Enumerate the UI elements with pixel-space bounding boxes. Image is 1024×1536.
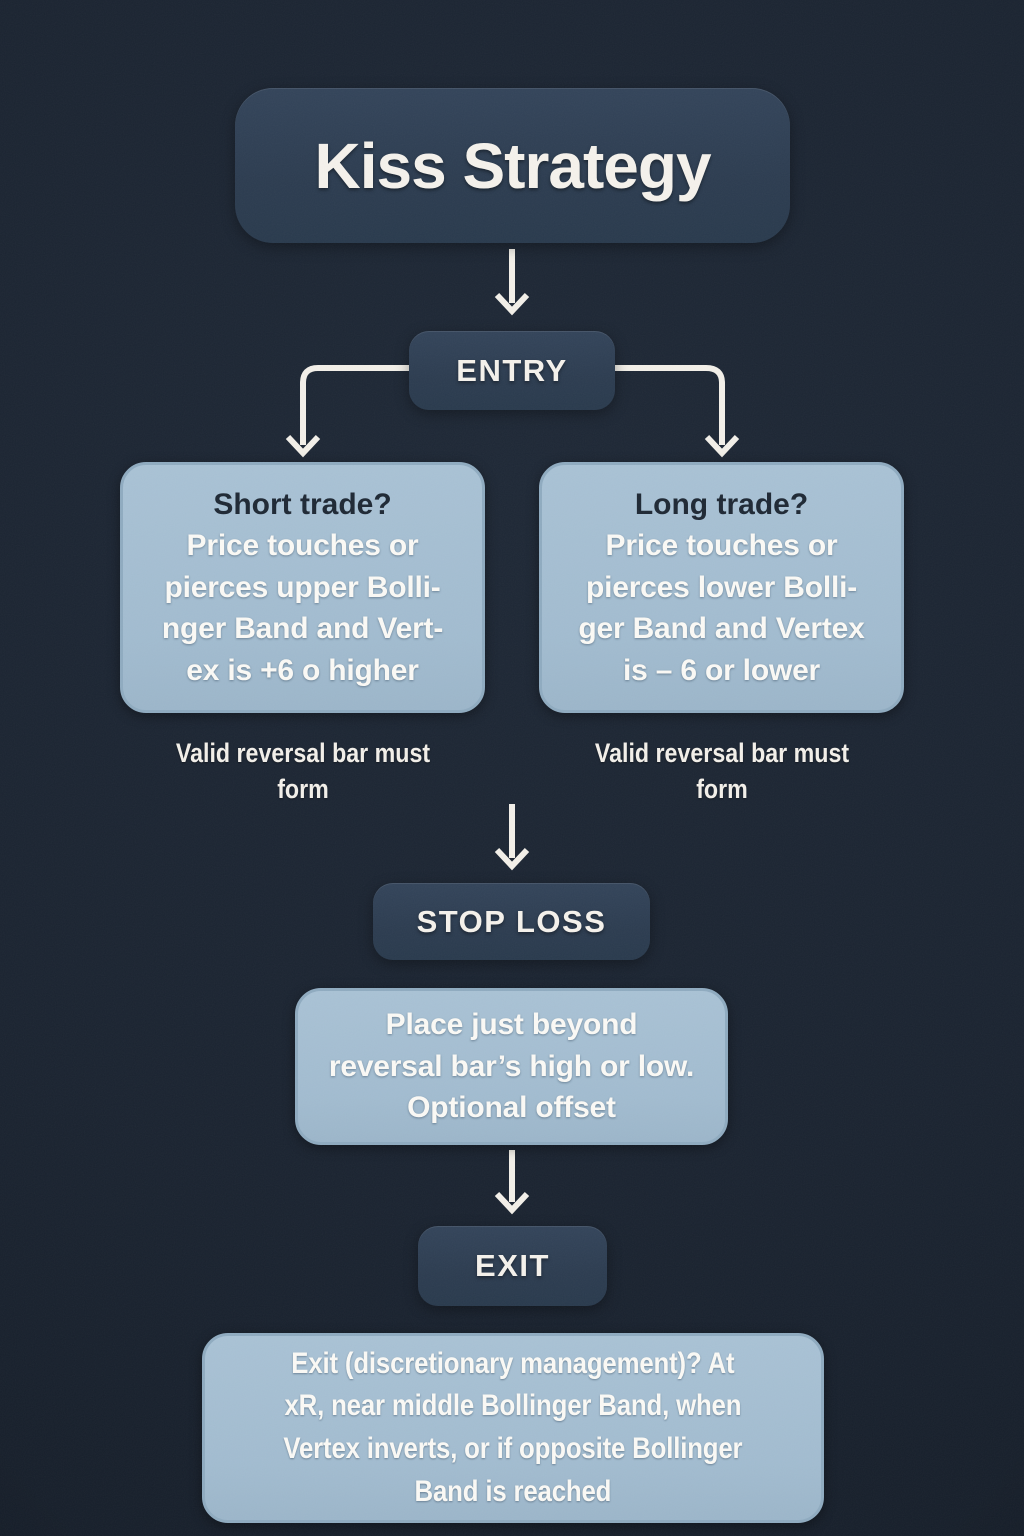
arrow-entry-to-long-shaft xyxy=(615,365,725,445)
entry-node: ENTRY xyxy=(409,331,615,410)
short-trade-body: Price touches or pierces upper Bolli- ng… xyxy=(161,529,444,687)
long-trade-heading: Long trade? xyxy=(634,488,809,522)
stop-loss-node: STOP LOSS xyxy=(373,883,650,960)
long-trade-body: Price touches or pierces lower Bolli- ge… xyxy=(578,529,865,687)
stop-loss-label: STOP LOSS xyxy=(416,903,607,939)
short-trade-heading: Short trade? xyxy=(213,488,392,522)
short-trade-caption: Valid reversal bar must form xyxy=(175,738,431,804)
exit-detail-node: Exit (discretionary management)? At xR, … xyxy=(202,1333,824,1523)
stop-loss-detail-text: Place just beyond reversal bar’s high or… xyxy=(328,1008,695,1125)
stop-loss-detail-node: Place just beyond reversal bar’s high or… xyxy=(295,988,728,1145)
exit-detail-text: Exit (discretionary management)? At xR, … xyxy=(283,1346,743,1508)
exit-label: EXIT xyxy=(475,1248,550,1283)
title-node: Kiss Strategy xyxy=(235,88,790,243)
arrow-entry-to-short-shaft xyxy=(300,365,409,445)
short-trade-node: Short trade? Price touches or pierces up… xyxy=(120,462,485,713)
entry-label: ENTRY xyxy=(456,352,568,388)
exit-node: EXIT xyxy=(418,1226,607,1306)
page-title: Kiss Strategy xyxy=(314,129,711,202)
long-trade-node: Long trade? Price touches or pierces low… xyxy=(539,462,904,713)
long-trade-caption: Valid reversal bar must form xyxy=(594,738,850,804)
